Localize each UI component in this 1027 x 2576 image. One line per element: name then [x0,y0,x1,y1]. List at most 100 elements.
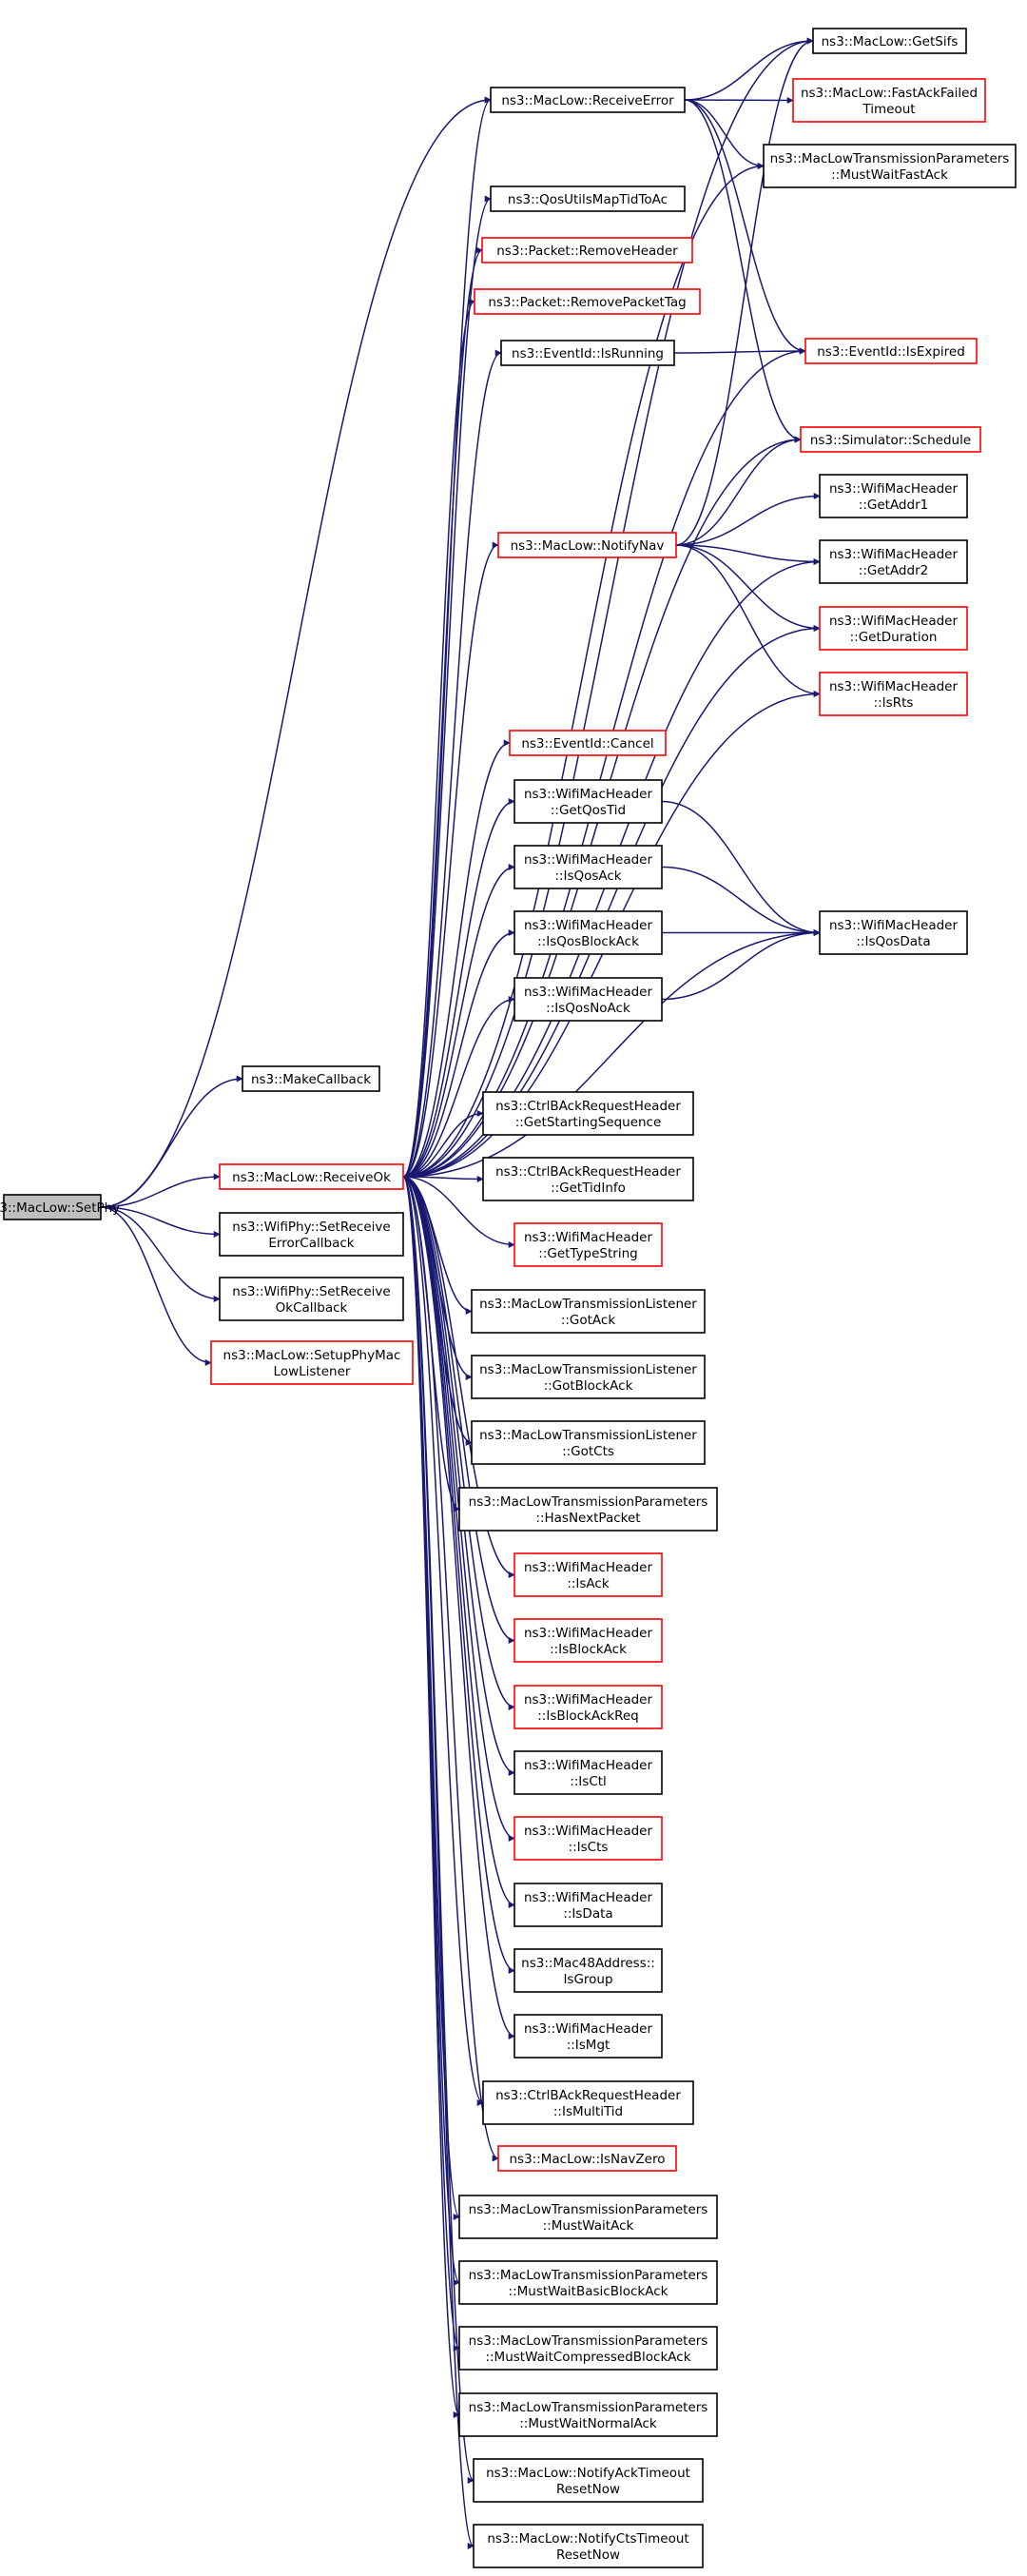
node-label: ns3::MacLow::FastAckFailed [801,86,978,101]
call-edge [684,96,794,104]
node-must-wait-compressed-block-ack[interactable]: ns3::MacLowTransmissionParameters::MustW… [458,2326,718,2371]
node-box [3,1194,102,1220]
node-label: ns3::MacLow::NotifyNav [511,538,665,554]
call-edge [402,1176,484,2106]
node-label: ns3::MacLow::SetPhy [0,1200,120,1216]
node-get-type-string[interactable]: ns3::WifiMacHeader::GetTypeString [514,1222,663,1267]
node-label: ns3::Packet::RemovePacketTag [488,295,686,310]
node-is-multi-tid[interactable]: ns3::CtrlBAckRequestHeader::IsMultiTid [482,2080,694,2125]
call-edge [402,996,515,1178]
node-set-phy[interactable]: ns3::MacLow::SetPhy [0,1194,120,1220]
node-box [471,1355,706,1399]
node-is-qos-ack[interactable]: ns3::WifiMacHeader::IsQosAck [514,845,663,889]
node-is-qos-no-ack[interactable]: ns3::WifiMacHeader::IsQosNoAck [514,977,663,1022]
edge-receive-error-to-fast-ack-failed-timeout [684,96,794,104]
node-get-duration[interactable]: ns3::WifiMacHeader::GetDuration [819,606,968,651]
node-must-wait-basic-block-ack[interactable]: ns3::MacLowTransmissionParameters::MustW… [458,2260,718,2305]
call-edge [675,544,821,565]
node-is-cts[interactable]: ns3::WifiMacHeader::IsCts [514,1816,663,1861]
node-label: ::GetAddr1 [859,498,928,513]
node-must-wait-ack[interactable]: ns3::MacLowTransmissionParameters::MustW… [458,2195,718,2239]
edge-receive-ok-to-get-duration [402,625,821,1178]
node-box [514,779,663,824]
node-box [482,1157,694,1201]
node-is-qos-block-ack[interactable]: ns3::WifiMacHeader::IsQosBlockAck [514,910,663,955]
node-label: ns3::MacLowTransmissionListener [479,1428,697,1443]
node-is-block-ack[interactable]: ns3::WifiMacHeader::IsBlockAck [514,1618,663,1663]
node-is-group[interactable]: ns3::Mac48Address::IsGroup [514,1948,663,1993]
edge-receive-ok-to-is-qos-block-ack [402,929,515,1178]
call-edge [402,1176,515,1578]
edge-set-phy-to-set-receive-ok-callback [100,1206,221,1302]
call-edge [661,929,821,1001]
node-label: ns3::WifiMacHeader [524,1758,653,1773]
node-remove-header[interactable]: ns3::Packet::RemoveHeader [481,237,693,263]
edge-receive-error-to-get-sifs [684,37,814,101]
call-edge [402,1176,475,2549]
node-box [482,2080,694,2125]
node-label: ns3::MacLowTransmissionParameters [469,1494,708,1510]
node-label: ::IsQosAck [554,868,621,884]
call-edge [100,1206,212,1366]
node-got-cts[interactable]: ns3::MacLowTransmissionListener::GotCts [471,1420,706,1465]
node-label: ns3::WifiMacHeader [524,852,653,868]
edge-receive-error-to-must-wait-fast-ack [684,99,765,169]
node-box [514,1685,663,1729]
node-schedule[interactable]: ns3::Simulator::Schedule [800,426,981,453]
node-label: IsGroup [563,1972,612,1987]
edge-is-running-to-is-expired [673,347,806,355]
node-is-block-ack-req[interactable]: ns3::WifiMacHeader::IsBlockAckReq [514,1685,663,1729]
node-qos-utils-map-tid-to-ac[interactable]: ns3::QosUtilsMapTidToAc [490,185,686,212]
node-make-callback[interactable]: ns3::MakeCallback [242,1065,380,1092]
node-label: ::IsQosBlockAck [537,934,639,949]
node-get-starting-sequence[interactable]: ns3::CtrlBAckRequestHeader::GetStartingS… [482,1091,694,1136]
node-get-addr2[interactable]: ns3::WifiMacHeader::GetAddr2 [819,539,968,584]
node-is-data[interactable]: ns3::WifiMacHeader::IsData [514,1883,663,1927]
edge-receive-ok-to-is-qos-no-ack [402,996,515,1178]
node-get-qos-tid[interactable]: ns3::WifiMacHeader::GetQosTid [514,779,663,824]
call-edge [675,544,821,697]
node-is-running[interactable]: ns3::EventId::IsRunning [500,340,675,366]
call-edge [402,163,765,1178]
node-got-block-ack[interactable]: ns3::MacLowTransmissionListener::GotBloc… [471,1355,706,1399]
node-box [514,977,663,1022]
node-remove-packet-tag[interactable]: ns3::Packet::RemovePacketTag [474,288,701,315]
node-cancel[interactable]: ns3::EventId::Cancel [509,730,667,756]
node-label: ::IsQosNoAck [546,1001,630,1016]
node-label: ns3::MacLowTransmissionParameters [469,2202,708,2217]
edge-set-phy-to-set-receive-error-callback [100,1206,221,1238]
node-notify-nav[interactable]: ns3::MacLow::NotifyNav [497,532,677,558]
node-get-addr1[interactable]: ns3::WifiMacHeader::GetAddr1 [819,474,968,518]
call-edge [684,37,814,101]
node-get-sifs[interactable]: ns3::MacLow::GetSifs [812,28,967,54]
node-got-ack[interactable]: ns3::MacLowTransmissionListener::GotAck [471,1289,706,1334]
node-is-expired[interactable]: ns3::EventId::IsExpired [804,338,978,364]
node-is-ack[interactable]: ns3::WifiMacHeader::IsAck [514,1552,663,1597]
node-has-next-packet[interactable]: ns3::MacLowTransmissionParameters::HasNe… [458,1487,718,1532]
node-label: ::IsCts [569,1840,609,1855]
edge-receive-ok-to-is-data [402,1176,515,1908]
node-label: ns3::MacLow::GetSifs [822,34,959,49]
node-box [458,2260,718,2305]
node-is-qos-data[interactable]: ns3::WifiMacHeader::IsQosData [819,910,968,955]
node-must-wait-fast-ack[interactable]: ns3::MacLowTransmissionParameters::MustW… [763,144,1017,188]
node-is-nav-zero[interactable]: ns3::MacLow::IsNavZero [497,2145,677,2172]
node-label: ::IsData [563,1906,612,1922]
node-label: ResetNow [556,2482,620,2497]
node-must-wait-normal-ack[interactable]: ns3::MacLowTransmissionParameters::MustW… [458,2392,718,2437]
node-label: ns3::WifiMacHeader [524,787,653,802]
node-is-ctl[interactable]: ns3::WifiMacHeader::IsCtl [514,1750,663,1795]
node-receive-ok[interactable]: ns3::MacLow::ReceiveOk [219,1163,404,1190]
call-edge [402,1110,484,1178]
node-is-rts[interactable]: ns3::WifiMacHeader::IsRts [819,672,968,716]
node-is-mgt[interactable]: ns3::WifiMacHeader::IsMgt [514,2014,663,2059]
node-receive-error[interactable]: ns3::MacLow::ReceiveError [490,87,686,113]
node-box [458,2392,718,2437]
node-get-tid-info[interactable]: ns3::CtrlBAckRequestHeader::GetTidInfo [482,1157,694,1201]
